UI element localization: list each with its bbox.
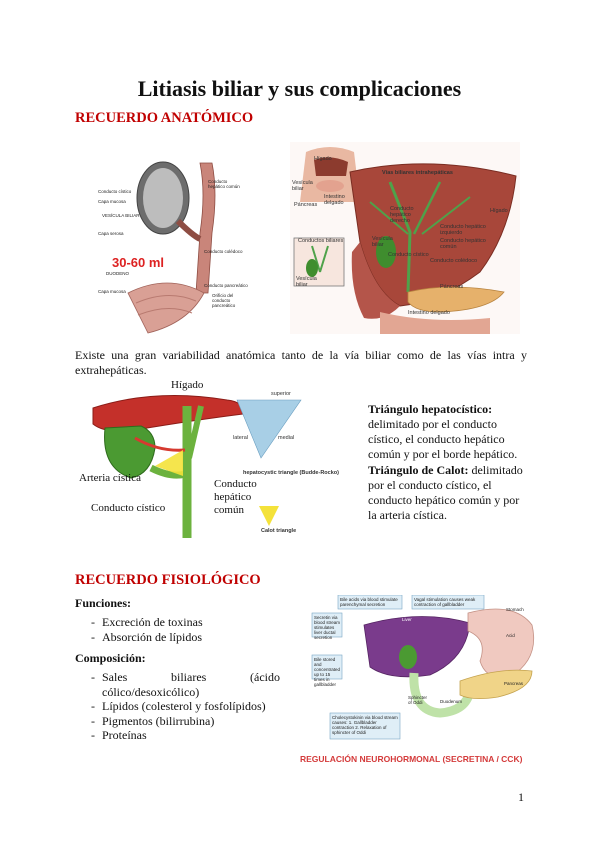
fig1-label: Conducto colédoco bbox=[204, 249, 243, 254]
fig1-label: VESÍCULA BILIAR bbox=[102, 213, 140, 218]
fig2-label: Páncreas bbox=[440, 284, 464, 290]
fig1-label: Capa mucosa bbox=[98, 199, 126, 204]
fig4-liver: Liver bbox=[402, 617, 412, 622]
fig4-box-text: Secretin via blood stream stimulates liv… bbox=[314, 615, 341, 640]
funciones-list: Excreción de toxinas Absorción de lípido… bbox=[75, 615, 285, 644]
fig2-label: Conducto cístico bbox=[388, 252, 429, 258]
label-calot-triangle: Calot triangle bbox=[261, 528, 297, 534]
label-superior: superior bbox=[271, 391, 291, 397]
composicion-list: Sales biliares (ácido cólico/desoxicólic… bbox=[75, 670, 280, 743]
fig2-label: Vesícula biliar bbox=[296, 276, 317, 288]
label-higado: Hígado bbox=[171, 379, 204, 391]
fig4-stomach: Stomach bbox=[506, 607, 524, 612]
list-item: Lípidos (colesterol y fosfolípidos) bbox=[75, 699, 280, 714]
fig1-label: Capa mucosa bbox=[98, 289, 126, 294]
fig4-duodenum: Duodenum bbox=[440, 699, 463, 704]
fig2-label: Conducto colédoco bbox=[430, 258, 478, 264]
page-number: 1 bbox=[518, 790, 524, 804]
fig4-sphincter: Sphincter of Oddi bbox=[408, 695, 428, 705]
fig2-label: Vesícula biliar bbox=[292, 180, 313, 192]
fig4-box-text: Vagal stimulation causes weak contractio… bbox=[414, 597, 476, 607]
list-item: Proteínas bbox=[75, 728, 280, 743]
label-medial: medial bbox=[278, 435, 295, 441]
biliary-tree-drawing bbox=[290, 142, 520, 334]
fig2-label: Hígado bbox=[314, 156, 332, 162]
composicion-heading: Composición: bbox=[75, 651, 146, 665]
fig4-caption: REGULACIÓN NEUROHORMONAL (SECRETINA / CC… bbox=[300, 754, 523, 764]
section-heading-anatomico: RECUERDO ANATÓMICO bbox=[75, 110, 254, 126]
label-arteria-cistica: Arteria cística bbox=[79, 472, 141, 484]
list-item: Excreción de toxinas bbox=[75, 615, 285, 630]
fig2-label: Páncreas bbox=[294, 202, 318, 208]
fig2-label: Conducto hepático derecho bbox=[390, 206, 414, 224]
fig4-pancreas: Pancreas bbox=[504, 681, 524, 686]
fig1-label: Conducto cístico bbox=[98, 189, 132, 194]
fig2-label: Conductos biliares bbox=[298, 238, 344, 244]
definition-calot: Triángulo de Calot: delimitado por el co… bbox=[368, 463, 530, 523]
definition-term: Triángulo hepatocístico: bbox=[368, 402, 493, 416]
funciones-heading: Funciones: bbox=[75, 596, 132, 610]
biliary-tree-illustration: Hígado Vesícula biliar Páncreas Intestin… bbox=[290, 142, 520, 334]
neurohormonal-drawing bbox=[311, 594, 535, 740]
fig4-box-text: Bile acids via blood stimulate parenchym… bbox=[340, 597, 398, 607]
label-conducto-hepatico-comun: Conducto hepático común bbox=[214, 478, 257, 516]
fig4-acid: Acid bbox=[506, 633, 515, 638]
neurohormonal-illustration: Bile acids via blood stimulate parenchym… bbox=[310, 594, 546, 743]
calot-triangle-illustration: Hígado Arteria cística Conducto cístico … bbox=[75, 378, 360, 550]
list-item: Absorción de lípidos bbox=[75, 630, 285, 645]
fig4-box-text: Bile stored and concentrated up to 15 ti… bbox=[314, 657, 341, 687]
label-conducto-cistico: Conducto cístico bbox=[91, 502, 166, 514]
section-heading-fisiologico: RECUERDO FISIOLÓGICO bbox=[75, 572, 261, 588]
fig2-label: Intestino delgado bbox=[324, 194, 345, 206]
definition-hepatocistico: Triángulo hepatocístico: delimitado por … bbox=[368, 402, 530, 462]
gallbladder-illustration: 30-60 ml Conducto cístico Capa mucosa VE… bbox=[98, 143, 280, 335]
volume-label: 30-60 ml bbox=[112, 255, 165, 270]
fig2-label: Hígado bbox=[490, 208, 508, 214]
list-item: Pigmentos (bilirrubina) bbox=[75, 714, 280, 729]
definition-text: delimitado por el conducto cístico, el c… bbox=[368, 417, 518, 461]
definition-text: delimitado por el conducto cístico, el c… bbox=[368, 463, 523, 522]
fig2-label: Conducto hepático izquierdo bbox=[440, 224, 486, 236]
calot-triangle-drawing bbox=[92, 395, 302, 538]
fig2-label: Conducto hepático común bbox=[440, 238, 486, 250]
fig1-label: Conducto pancreático bbox=[204, 283, 248, 288]
fig4-box-text: Cholecystokinin via blood stream causes:… bbox=[332, 715, 398, 735]
page-title: Litiasis biliar y sus complicaciones bbox=[137, 76, 462, 101]
fig2-label: Vesícula biliar bbox=[372, 236, 393, 248]
label-lateral: lateral bbox=[233, 435, 248, 441]
fig1-label: Conducto hepático común bbox=[208, 179, 240, 189]
anatomy-paragraph: Existe una gran variabilidad anatómica t… bbox=[75, 348, 527, 377]
definition-term: Triángulo de Calot: bbox=[368, 463, 469, 477]
label-hepatocystic-triangle: hepatocystic triangle (Budde-Rocko) bbox=[243, 470, 339, 476]
fig1-label: DUODENO bbox=[106, 271, 130, 276]
fig1-label: Orificio del conducto pancreático bbox=[212, 293, 236, 308]
fig2-label: Intestino delgado bbox=[408, 310, 450, 316]
fig2-label: Vías biliares intrahepáticas bbox=[382, 170, 453, 176]
gallbladder-drawing bbox=[127, 161, 216, 334]
fig1-label: Capa serosa bbox=[98, 231, 124, 236]
list-item: Sales biliares (ácido cólico/desoxicólic… bbox=[75, 670, 280, 699]
